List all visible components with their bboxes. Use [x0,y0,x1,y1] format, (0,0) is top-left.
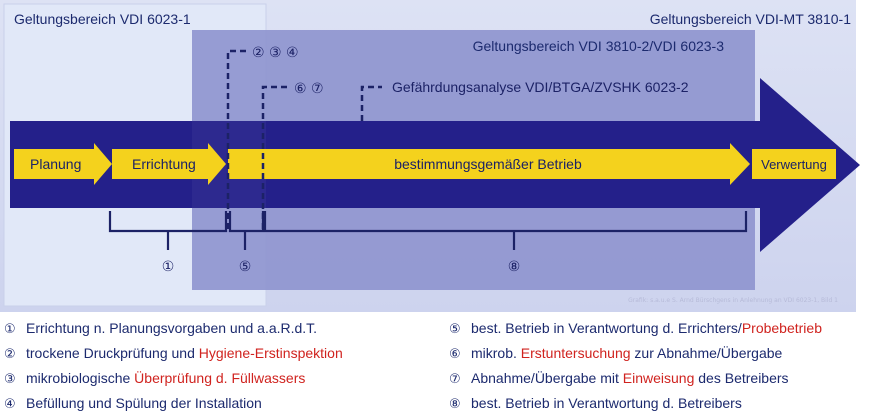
risk-analysis-line [360,85,382,121]
scope-diagram: Geltungsbereich VDI 6023-1 Geltungsberei… [0,0,860,312]
marker-234-line [226,49,248,229]
phase-errichtung-arrow [112,143,226,185]
scope-vdi-mt-3810-1-title: Geltungsbereich VDI-MT 3810-1 [650,11,851,27]
phase-planung-arrow [14,143,112,185]
bracket-5 [228,211,265,233]
marker-67-label: ⑥ ⑦ [294,81,324,97]
scope-vdi-6023-1-title: Geltungsbereich VDI 6023-1 [14,11,191,27]
phase-betrieb-arrow [228,143,750,185]
marker-1-label: ① [162,259,175,275]
phase-planung-label: Planung [30,156,81,172]
marker-8-label: ⑧ [508,259,521,275]
scope-vdi-3810-2-title: Geltungsbereich VDI 3810-2/VDI 6023-3 [473,38,725,54]
phase-betrieb-label: bestimmungsgemäßer Betrieb [394,156,582,172]
risk-analysis-label: Gefährdungsanalyse VDI/BTGA/ZVSHK 6023-2 [392,79,689,95]
marker-67-line [261,85,290,229]
marker-5-label: ⑤ [239,259,252,275]
image-credit: Grafik: s.a.u.e S. Arnd Bürschgens in An… [628,297,838,304]
marker-234-label: ② ③ ④ [252,45,299,61]
bracket-8 [263,211,748,233]
phase-verwertung-box [752,149,836,179]
phase-verwertung-label: Verwertung [761,157,827,172]
phase-errichtung-label: Errichtung [132,156,196,172]
